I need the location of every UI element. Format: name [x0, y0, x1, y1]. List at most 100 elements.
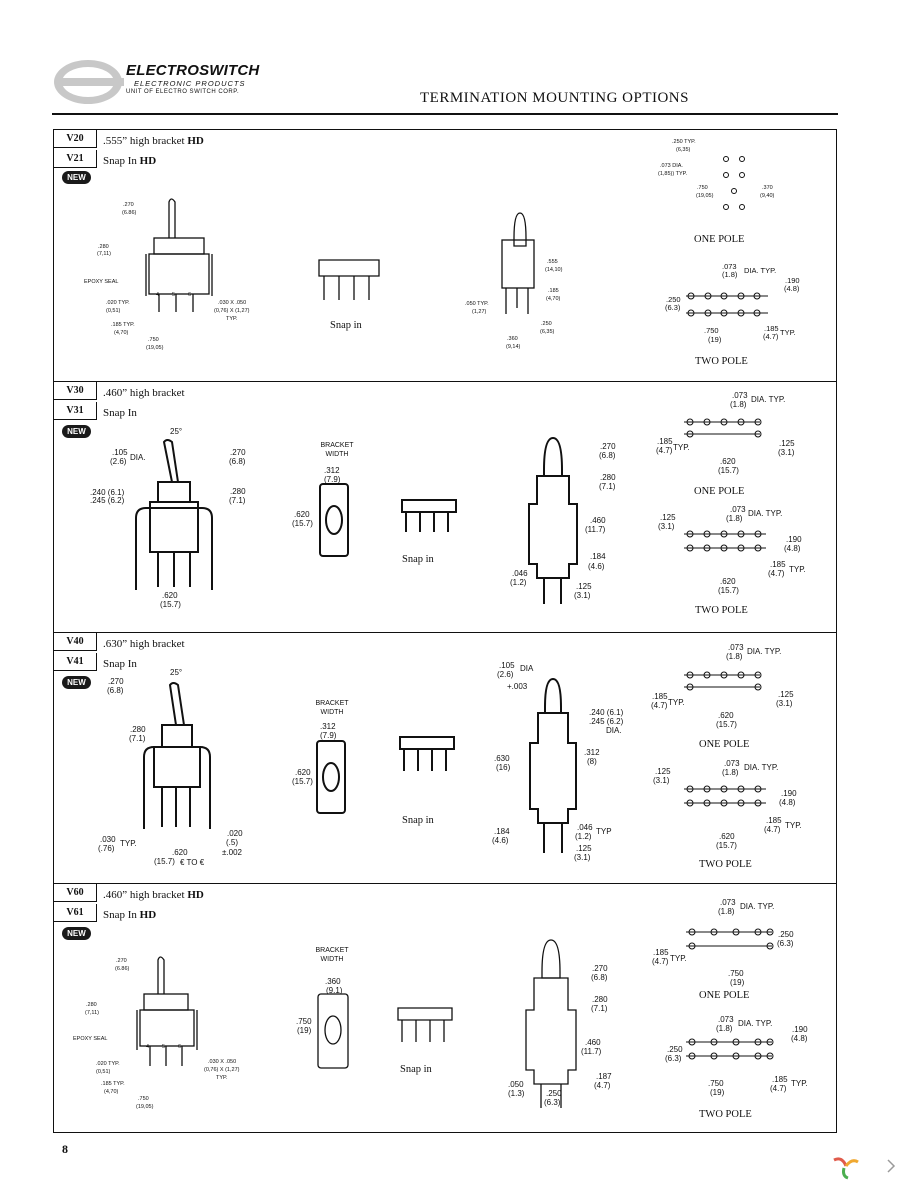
option-desc: .630” high bracket: [103, 638, 185, 650]
svg-text:(0,76) X (1,27): (0,76) X (1,27): [204, 1067, 240, 1073]
svg-text:(4,70): (4,70): [104, 1089, 119, 1095]
svg-text:.190: .190: [786, 535, 802, 544]
page-number: 8: [62, 1142, 68, 1156]
svg-text:.750: .750: [704, 326, 719, 335]
svg-text:.073: .073: [732, 391, 748, 400]
option-desc: Snap In: [103, 658, 137, 670]
svg-text:(11.7): (11.7): [585, 525, 606, 534]
snap-in-label: Snap in: [402, 815, 434, 826]
svg-text:(15.7): (15.7): [716, 841, 737, 850]
svg-text:(4.7): (4.7): [770, 1084, 787, 1093]
svg-text:.750: .750: [296, 1017, 312, 1026]
svg-text:(19,05): (19,05): [146, 345, 164, 351]
svg-text:(6.8): (6.8): [599, 451, 616, 460]
svg-text:(2.6): (2.6): [110, 457, 127, 466]
svg-text:.360: .360: [507, 336, 518, 342]
svg-text:.190: .190: [781, 789, 797, 798]
svg-text:EPOXY SEAL: EPOXY SEAL: [73, 1036, 107, 1042]
svg-text:.250 TYP.: .250 TYP.: [672, 139, 696, 145]
svg-text:.190: .190: [785, 276, 800, 285]
svg-text:.125: .125: [660, 513, 676, 522]
svg-text:(0,76) X (1,27): (0,76) X (1,27): [214, 308, 250, 314]
svg-text:(1.8): (1.8): [718, 907, 735, 916]
svg-text:.050 TYP.: .050 TYP.: [465, 301, 489, 307]
svg-text:.630: .630: [494, 754, 510, 763]
svg-text:(15.7): (15.7): [160, 600, 181, 609]
svg-text:.245 (6.2): .245 (6.2): [589, 717, 624, 726]
svg-text:.073 DIA.: .073 DIA.: [660, 163, 683, 169]
svg-text:.280: .280: [230, 487, 246, 496]
option-code: V61: [54, 904, 97, 922]
svg-text:.185: .185: [772, 1075, 788, 1084]
svg-text:(4.8): (4.8): [779, 798, 796, 807]
option-code: V21: [54, 150, 97, 168]
svg-text:(8): (8): [587, 757, 597, 766]
next-page-icon[interactable]: [887, 1159, 896, 1173]
svg-text:.105: .105: [112, 448, 128, 457]
svg-text:(16): (16): [496, 763, 511, 772]
svg-text:(1,85)) TYP.: (1,85)) TYP.: [658, 171, 688, 177]
one-pole-label: ONE POLE: [694, 234, 745, 245]
option-desc: .460” high bracket HD: [103, 889, 204, 901]
svg-text:.185: .185: [764, 324, 779, 333]
bracket-width-label: BRACKET WIDTH: [320, 442, 354, 458]
svg-text:.250: .250: [778, 930, 794, 939]
svg-text:.270: .270: [108, 677, 124, 686]
svg-text:TYP.: TYP.: [670, 954, 687, 963]
svg-text:DIA.: DIA.: [130, 453, 146, 462]
svg-text:(19): (19): [708, 335, 722, 344]
svg-text:(.5): (.5): [226, 838, 238, 847]
svg-text:.020: .020: [227, 829, 243, 838]
svg-text:±.002: ±.002: [222, 848, 243, 857]
svg-text:.620: .620: [294, 510, 310, 519]
section-v60-v61: V60 V61 .460” high bracket HD Snap In HD…: [54, 883, 836, 1135]
svg-text:.185 TYP.: .185 TYP.: [101, 1081, 125, 1087]
svg-text:(4.8): (4.8): [784, 544, 801, 553]
svg-text:6: 6: [188, 292, 191, 298]
svg-text:(19,05): (19,05): [136, 1104, 154, 1110]
two-pole-label: TWO POLE: [699, 859, 752, 870]
svg-text:DIA. TYP.: DIA. TYP.: [744, 266, 776, 275]
svg-text:(1,27): (1,27): [472, 309, 487, 315]
svg-text:(1.8): (1.8): [726, 652, 743, 661]
svg-text:.125: .125: [655, 767, 671, 776]
svg-text:(4.7): (4.7): [652, 957, 669, 966]
svg-text:.073: .073: [718, 1015, 734, 1024]
header-rule: [52, 113, 838, 115]
svg-text:25°: 25°: [170, 427, 182, 436]
svg-text:(15.7): (15.7): [292, 519, 313, 528]
svg-text:.620: .620: [295, 768, 311, 777]
svg-text:(6,35): (6,35): [540, 329, 555, 335]
page-title: TERMINATION MOUNTING OPTIONS: [420, 90, 689, 106]
svg-text:(1.8): (1.8): [716, 1024, 733, 1033]
bracket-width-label: BRACKET WIDTH: [315, 700, 349, 716]
svg-text:(6.8): (6.8): [229, 457, 246, 466]
option-desc: Snap In HD: [103, 155, 157, 167]
svg-text:(7.9): (7.9): [324, 475, 341, 484]
svg-text:.125: .125: [576, 582, 592, 591]
svg-text:.270: .270: [592, 964, 608, 973]
svg-text:.185 TYP.: .185 TYP.: [111, 322, 135, 328]
svg-text:.280: .280: [592, 995, 608, 1004]
svg-text:(4.8): (4.8): [791, 1034, 808, 1043]
svg-text:(4.7): (4.7): [594, 1081, 611, 1090]
svg-text:TYP.: TYP.: [120, 839, 137, 848]
new-badge: NEW: [62, 171, 91, 184]
option-code: V60: [54, 884, 97, 902]
new-badge: NEW: [62, 676, 91, 689]
svg-text:(4,70): (4,70): [114, 330, 129, 336]
svg-text:(7.9): (7.9): [320, 731, 337, 740]
svg-text:.370: .370: [762, 185, 773, 191]
svg-text:.620: .620: [162, 591, 178, 600]
svg-text:TYP.: TYP.: [226, 316, 238, 322]
svg-text:.184: .184: [590, 552, 606, 561]
svg-text:(7.1): (7.1): [129, 734, 146, 743]
svg-text:(4.8): (4.8): [784, 284, 800, 293]
svg-text:.250: .250: [667, 1045, 683, 1054]
two-pole-label: TWO POLE: [695, 356, 748, 367]
svg-text:(4.6): (4.6): [492, 836, 509, 845]
svg-text:(4.7): (4.7): [764, 825, 781, 834]
svg-text:TYP.: TYP.: [668, 698, 685, 707]
svg-text:(7.1): (7.1): [599, 482, 616, 491]
svg-text:TYP.: TYP.: [673, 443, 690, 452]
